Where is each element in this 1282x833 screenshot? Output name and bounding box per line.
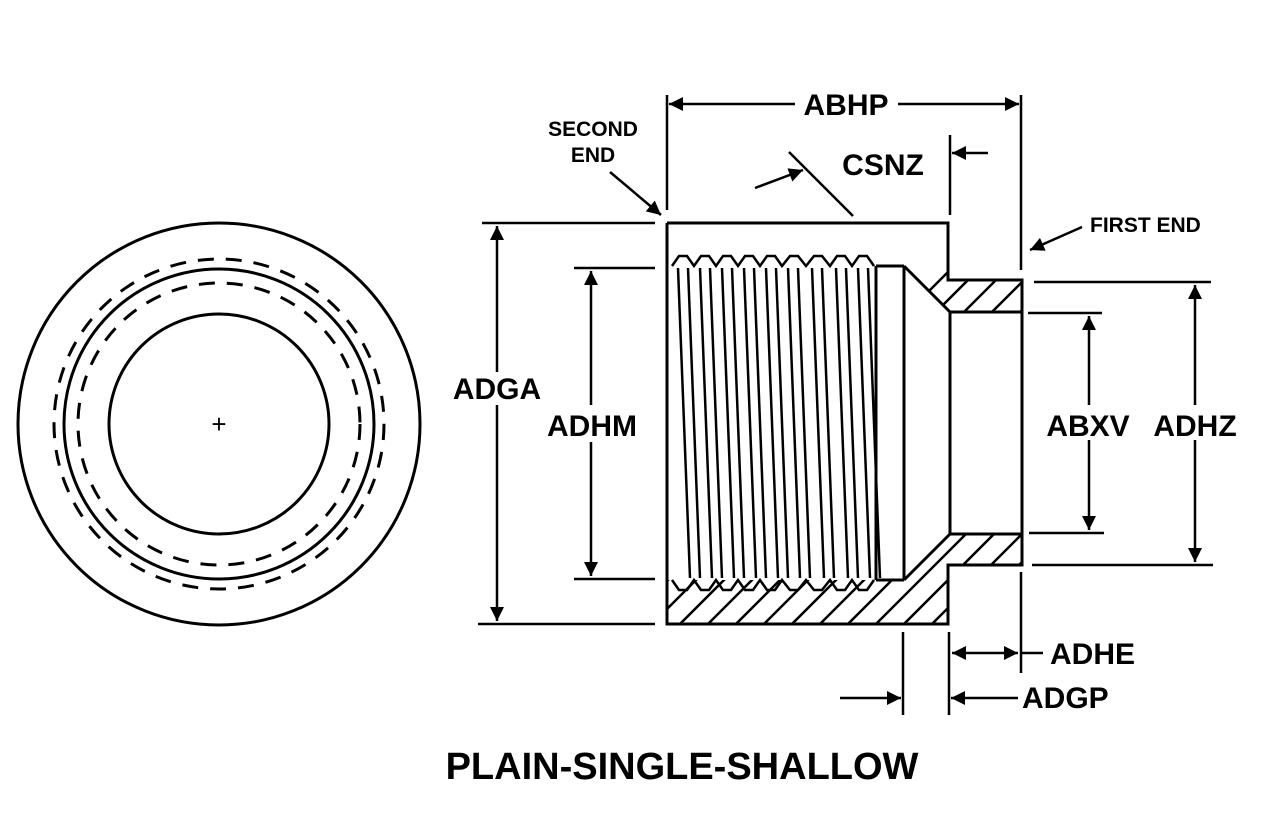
thread-minor-hidden-circle [76, 281, 362, 567]
hatch-line [979, 223, 1022, 312]
hatch-line [667, 534, 1022, 624]
thread-crest-bottom [670, 577, 876, 592]
adhe-label: ADHE [1050, 638, 1135, 671]
hatch-line [867, 534, 1022, 624]
abxv-label: ABXV [1046, 410, 1129, 443]
counterbore-circle [62, 267, 376, 581]
thread-line [752, 267, 768, 579]
hatch-line [755, 534, 1022, 624]
thread-line [786, 267, 802, 579]
hatch-line [783, 534, 1022, 624]
center-mark: + [211, 409, 226, 439]
thread-line [796, 267, 812, 579]
chamfer-bottom [902, 532, 952, 582]
thread-line [698, 267, 714, 579]
thread-line [720, 267, 736, 579]
hatch-line [979, 534, 1022, 624]
thread-line [820, 267, 836, 579]
second-end-label-2: END [571, 144, 615, 167]
second-end-label-1: SECOND [548, 118, 638, 141]
thread-line [810, 267, 826, 579]
csnz-chamfer-line [788, 151, 854, 217]
bore-circle [107, 312, 331, 536]
second-end-leader [609, 171, 662, 216]
thread-line [856, 267, 872, 579]
chamfer-top [902, 264, 952, 314]
abhp-label: ABHP [803, 89, 888, 122]
thread-major-hidden-circle [52, 257, 386, 591]
hatch-line [671, 534, 1022, 624]
thread-line [866, 267, 882, 579]
first-end-label: FIRST END [1090, 214, 1201, 237]
adgp-label: ADGP [1022, 682, 1109, 715]
csnz-label: CSNZ [842, 149, 924, 182]
drawing-title: PLAIN-SINGLE-SHALLOW [446, 746, 919, 788]
thread-line [834, 267, 850, 579]
thread-line [774, 267, 790, 579]
outer-circle [16, 221, 422, 627]
thread-line [742, 267, 758, 579]
hatch-line [699, 534, 1022, 624]
adga-label: ADGA [453, 373, 541, 406]
body-outline [665, 221, 1024, 626]
hatch-line [667, 223, 1021, 312]
thread-line [730, 267, 746, 579]
thread-line [708, 267, 724, 579]
adhz-label: ADHZ [1153, 410, 1236, 443]
thread-line [686, 267, 702, 579]
thread-line [764, 267, 780, 579]
csnz-arrow [754, 168, 804, 190]
hatch-line [811, 534, 1022, 624]
hatch-line [839, 534, 1022, 624]
first-end-leader [1029, 225, 1083, 252]
thread-line [844, 267, 860, 579]
thread-lines [670, 254, 882, 592]
thread-line [676, 267, 692, 579]
thread-crest-top [670, 254, 876, 269]
adhm-label: ADHM [547, 410, 637, 443]
end-view: + [16, 221, 422, 627]
